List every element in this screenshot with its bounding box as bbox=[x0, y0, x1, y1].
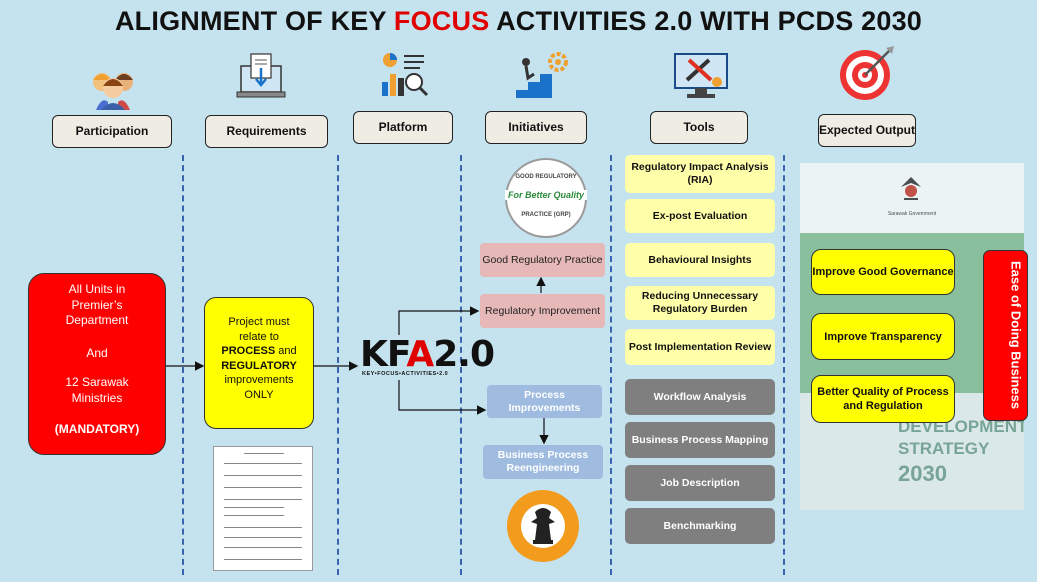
output-good-governance: Improve Good Governance bbox=[811, 249, 955, 295]
requirements-box: Project must relate to PROCESS and REGUL… bbox=[204, 297, 314, 429]
grp-logo-bot: PRACTICE (GRP) bbox=[521, 212, 571, 218]
tool-post-implementation-review: Post Implementation Review bbox=[625, 329, 775, 365]
analytics-icon bbox=[382, 53, 429, 97]
header-initiatives: Initiatives bbox=[485, 111, 587, 144]
growth-gears-icon bbox=[516, 52, 568, 98]
people-icon bbox=[93, 73, 133, 110]
participation-line5: Ministries bbox=[71, 390, 123, 405]
tool-benchmarking: Benchmarking bbox=[625, 508, 775, 544]
target-icon bbox=[840, 46, 894, 100]
divider-4 bbox=[610, 155, 612, 575]
good-regulatory-practice-box: Good Regulatory Practice bbox=[480, 243, 605, 277]
poster-line2: STRATEGY bbox=[898, 439, 990, 458]
divider-1 bbox=[182, 155, 184, 575]
tool-job-description: Job Description bbox=[625, 465, 775, 501]
tool-reducing-burden: Reducing Unnecessary Regulatory Burden bbox=[625, 286, 775, 320]
participation-line3: Department bbox=[65, 313, 129, 327]
kfa-tagline: KEY•FOCUS•ACTIVITIES•2.0 bbox=[362, 371, 449, 377]
sarawak-crest-icon bbox=[901, 177, 921, 200]
participation-line1: All Units in bbox=[68, 282, 126, 296]
requirements-line3: improvements bbox=[224, 374, 294, 386]
page-title: ALIGNMENT OF KEY FOCUS ACTIVITIES 2.0 WI… bbox=[114, 6, 923, 36]
header-platform: Platform bbox=[353, 111, 453, 144]
ease-of-doing-business: Ease of Doing Business bbox=[983, 250, 1028, 421]
divider-5 bbox=[783, 155, 785, 575]
poster-gov: Sarawak Government bbox=[887, 211, 937, 217]
tool-ex-post-evaluation: Ex-post Evaluation bbox=[625, 199, 775, 233]
regulatory-improvement-box: Regulatory Improvement bbox=[480, 294, 605, 328]
ease-label: Ease of Doing Business bbox=[1008, 261, 1024, 410]
process-improvements-box: Process Improvements bbox=[487, 385, 602, 418]
kfa-logo: KFA2.0 bbox=[360, 334, 495, 375]
laptop-download-icon bbox=[236, 53, 286, 98]
header-participation: Participation bbox=[52, 115, 172, 148]
requirements-line1: Project must bbox=[228, 316, 290, 328]
grp-logo: GOOD REGULATORY For Better Quality PRACT… bbox=[505, 158, 587, 238]
tool-workflow-analysis: Workflow Analysis bbox=[625, 379, 775, 415]
divider-3 bbox=[460, 155, 462, 575]
poster-year: 2030 bbox=[898, 461, 947, 486]
participation-mandatory: (MANDATORY) bbox=[54, 422, 140, 436]
header-tools: Tools bbox=[650, 111, 748, 144]
requirements-and: and bbox=[275, 345, 297, 357]
requirements-process: PROCESS bbox=[221, 345, 276, 357]
requirements-line2: relate to bbox=[239, 330, 279, 343]
monitor-tools-icon bbox=[674, 53, 728, 98]
tool-behavioural-insights: Behavioural Insights bbox=[625, 243, 775, 277]
participation-line4: 12 Sarawak bbox=[65, 375, 129, 389]
bpr-logo-icon bbox=[507, 490, 579, 562]
header-requirements: Requirements bbox=[205, 115, 328, 148]
requirements-regulatory: REGULATORY bbox=[221, 359, 297, 372]
participation-and: And bbox=[86, 345, 108, 360]
requirements-line4: ONLY bbox=[244, 388, 274, 401]
output-transparency: Improve Transparency bbox=[811, 313, 955, 360]
output-better-quality: Better Quality of Process and Regulation bbox=[811, 375, 955, 423]
divider-2 bbox=[337, 155, 339, 575]
bpr-box: Business Process Reengineering bbox=[483, 445, 603, 479]
header-expected-output: Expected Output bbox=[818, 114, 916, 147]
participation-line2: Premier’s bbox=[71, 297, 123, 312]
participation-box: All Units in Premier’s Department And 12… bbox=[28, 273, 166, 455]
grp-logo-mid: For Better Quality bbox=[505, 190, 587, 200]
requirements-form-thumbnail bbox=[213, 446, 313, 571]
grp-logo-top: GOOD REGULATORY bbox=[515, 174, 577, 180]
tool-ria: Regulatory Impact Analysis (RIA) bbox=[625, 155, 775, 193]
tool-business-process-mapping: Business Process Mapping bbox=[625, 422, 775, 458]
